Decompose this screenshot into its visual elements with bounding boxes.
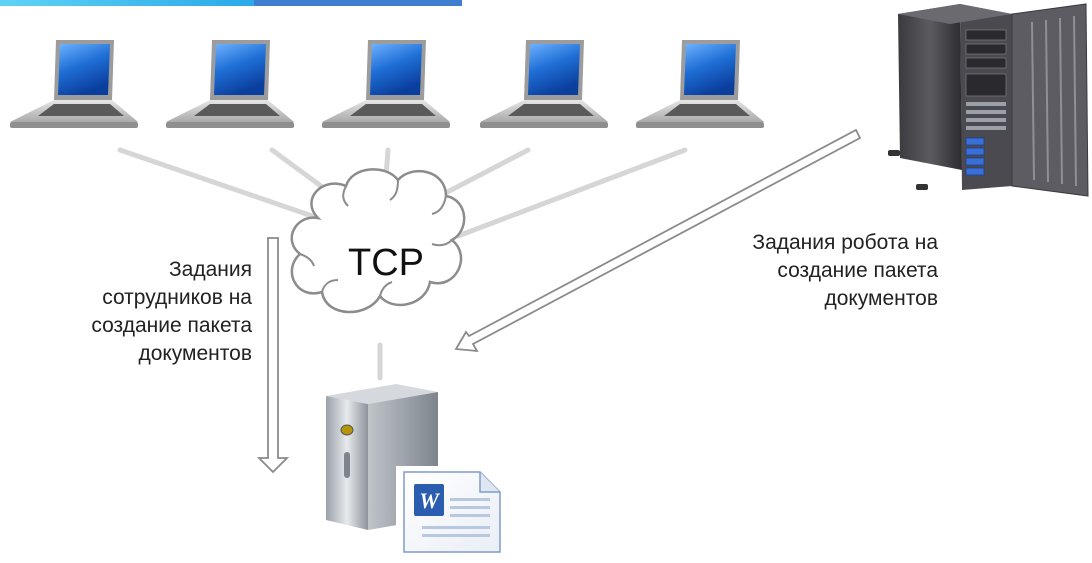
laptop-icon (480, 40, 608, 128)
laptop-icon (322, 40, 450, 128)
word-document-icon: W (396, 466, 506, 556)
robot-tasks-arrow (454, 128, 862, 353)
robot-tasks-label: Задания робота на создание пакета докуме… (752, 231, 938, 310)
word-letter: W (419, 488, 440, 513)
laptop-icon (636, 40, 764, 128)
cloud-icon (290, 168, 466, 314)
protocol-label: TCP (348, 242, 424, 284)
laptop-icon (166, 40, 294, 128)
employee-tasks-label: Задания сотрудников на создание пакета д… (91, 258, 252, 365)
laptop-icon (10, 40, 138, 128)
employee-tasks-arrow (256, 237, 290, 474)
tower-server-icon (888, 3, 1089, 197)
top-banner (0, 0, 462, 6)
